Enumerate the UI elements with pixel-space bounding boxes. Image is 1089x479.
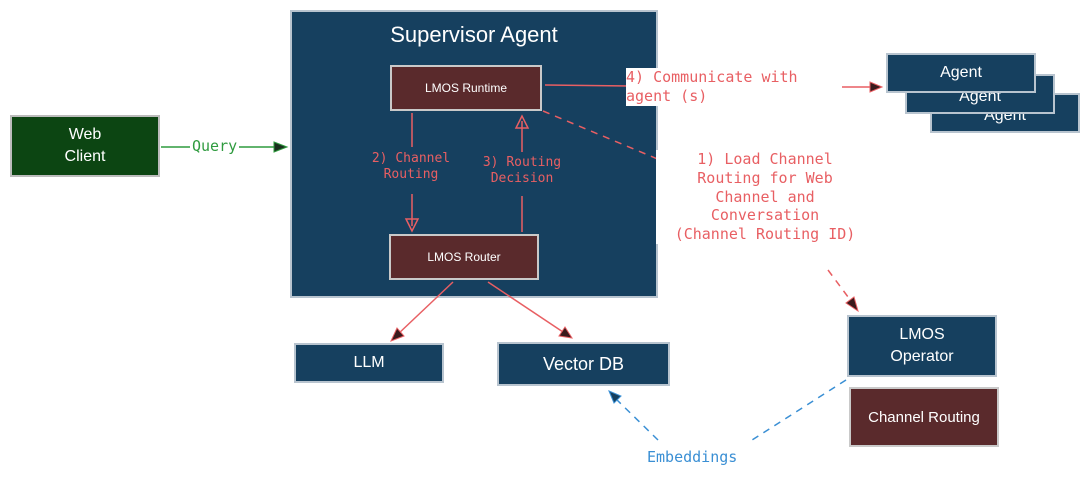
supervisor-agent-title: Supervisor Agent xyxy=(390,22,558,47)
communicate-arrow xyxy=(544,81,884,93)
supervisor-agent-container: Supervisor Agent xyxy=(290,10,658,298)
router-to-vector-db-arrow xyxy=(487,281,574,339)
channel-routing-label: Channel Routing xyxy=(868,408,980,426)
llm-label: LLM xyxy=(353,354,385,371)
channel-routing-step-label: 2) Channel Routing xyxy=(363,151,459,184)
load-channel-routing-step-label: 1) Load Channel Routing for Web Channel … xyxy=(656,150,874,244)
communicate-step-label: 4) Communicate with agent (s) xyxy=(626,68,842,106)
lmos-router-node[interactable]: LMOS Router xyxy=(389,234,539,280)
load-channel-routing-arrow xyxy=(542,110,859,313)
routing-decision-step-label: 3) Routing Decision xyxy=(474,155,570,188)
lmos-operator-label: LMOS Operator xyxy=(890,326,954,365)
llm-node[interactable]: LLM xyxy=(294,343,444,383)
embeddings-arrow xyxy=(608,379,847,441)
channel-routing-arrow xyxy=(404,113,420,233)
vector-db-node[interactable]: Vector DB xyxy=(497,342,670,386)
agent-node-front[interactable]: Agent xyxy=(886,53,1036,93)
routing-decision-arrow xyxy=(514,114,530,232)
vector-db-label: Vector DB xyxy=(542,353,625,374)
channel-routing-node[interactable]: Channel Routing xyxy=(849,387,999,447)
web-client-node[interactable]: Web Client xyxy=(10,115,160,177)
web-client-label: Web Client xyxy=(64,126,106,165)
agent-front-label: Agent xyxy=(940,64,982,81)
lmos-operator-node[interactable]: LMOS Operator xyxy=(847,315,997,377)
lmos-runtime-label: LMOS Runtime xyxy=(424,81,508,95)
router-to-llm-arrow xyxy=(390,281,454,342)
query-label: Query xyxy=(190,137,240,156)
embeddings-label: Embeddings xyxy=(645,448,740,467)
lmos-runtime-node[interactable]: LMOS Runtime xyxy=(390,65,542,111)
lmos-router-label: LMOS Router xyxy=(427,250,501,264)
